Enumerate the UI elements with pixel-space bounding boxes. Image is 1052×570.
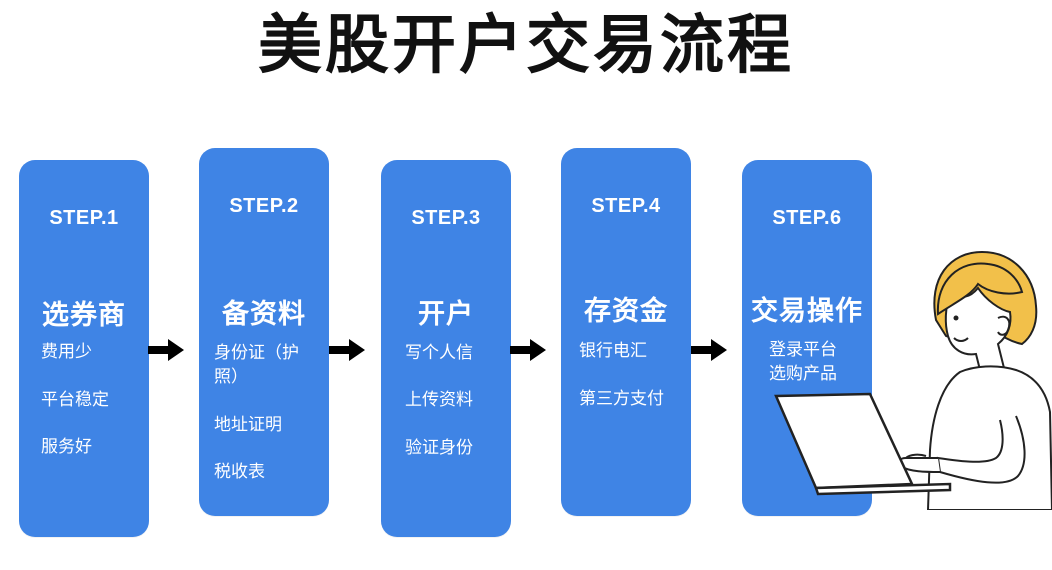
- step-item: 地址证明: [214, 415, 282, 435]
- step-label-4: STEP.4: [591, 195, 661, 217]
- step-label-1: STEP.1: [49, 207, 119, 229]
- arm-shape: [936, 415, 1026, 484]
- hair-fringe-shape: [936, 262, 1024, 316]
- step-item: 写个人信: [405, 343, 473, 363]
- step-label-2: STEP.2: [229, 195, 299, 217]
- step-heading-4: 存资金: [584, 296, 668, 327]
- step-item: 平台稳定: [41, 390, 109, 410]
- right-arrow-icon: [510, 339, 546, 361]
- step-heading-5: 交易操作: [751, 296, 863, 327]
- laptop-screen: [774, 392, 914, 490]
- laptop-base: [814, 482, 952, 496]
- face-shape: [944, 286, 1012, 372]
- step-item: 照）: [214, 367, 248, 387]
- right-arrow-icon: [329, 339, 365, 361]
- ear-shape: [997, 315, 1011, 336]
- step-item: 税收表: [214, 462, 265, 482]
- step-heading-3: 开户: [418, 299, 474, 330]
- step-item: 身份证（护: [214, 343, 299, 363]
- step-card-3: STEP.3 开户 写个人信 上传资料 验证身份: [381, 160, 511, 537]
- page-title: 美股开户交易流程: [258, 9, 794, 83]
- step-item: 费用少: [41, 342, 92, 362]
- step-heading-2: 备资料: [222, 299, 306, 330]
- step-card-1: STEP.1 选券商 费用少 平台稳定 服务好: [19, 160, 149, 537]
- right-arrow-icon: [148, 339, 184, 361]
- step-item: 选购产品: [769, 364, 837, 384]
- step-item: 验证身份: [405, 438, 473, 458]
- step-item: 上传资料: [405, 390, 473, 410]
- right-arrow-icon: [691, 339, 727, 361]
- step-item: 银行电汇: [579, 341, 647, 361]
- step-item: 登录平台: [769, 340, 837, 360]
- step-card-4: STEP.4 存资金 银行电汇 第三方支付: [561, 148, 691, 516]
- step-label-3: STEP.3: [411, 207, 481, 229]
- person-laptop-illustration: [774, 250, 1052, 510]
- step-card-2: STEP.2 备资料 身份证（护 照） 地址证明 税收表: [199, 148, 329, 516]
- step-label-5: STEP.6: [772, 207, 842, 229]
- step-heading-1: 选券商: [42, 300, 126, 331]
- step-item: 服务好: [41, 437, 92, 457]
- step-item: 第三方支付: [579, 389, 664, 409]
